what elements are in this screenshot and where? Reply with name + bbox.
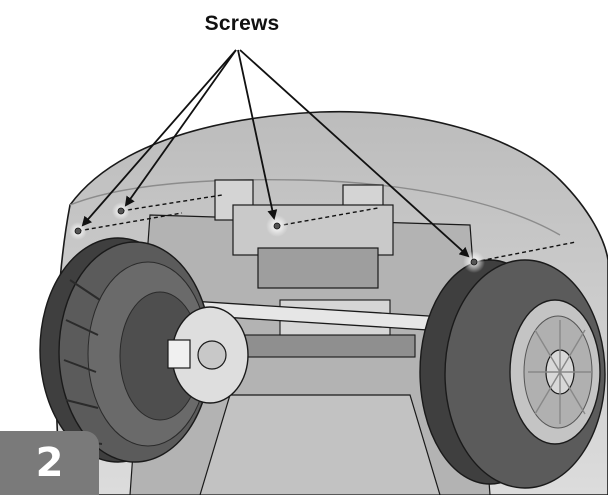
right-rear-wheel [419, 259, 606, 489]
center-block-lower [257, 247, 379, 289]
screw-center [266, 215, 288, 237]
lower-frame [199, 394, 441, 495]
arrow-to-screw-center [237, 49, 278, 220]
arrow-to-screw-left-outer [81, 49, 237, 227]
left-rear-wheel [39, 237, 212, 463]
screw-alignment-lines [77, 194, 577, 263]
body-shell-rim [69, 178, 561, 236]
arrow-to-screw-left-inner [124, 49, 237, 207]
frame-crossbar [244, 334, 416, 358]
screws-callout-label: Screws [204, 12, 280, 35]
callout-arrows [81, 49, 470, 258]
arrow-to-screw-right [239, 49, 470, 258]
motor-gearbox [167, 306, 249, 404]
step-number-badge: 2 [0, 431, 99, 495]
center-block [232, 204, 394, 256]
